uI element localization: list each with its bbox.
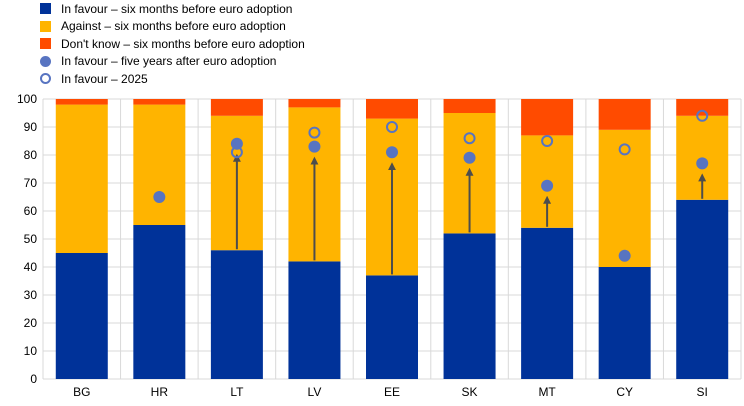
bar-segment [676,99,729,116]
bar-segment [598,129,651,267]
bar-segment [55,99,108,105]
bar-segment [55,253,108,379]
bar-segment [210,250,263,379]
favour-2025-marker [386,121,398,133]
x-tick-label: SI [697,385,708,399]
y-tick-label: 20 [24,316,38,330]
y-tick-label: 0 [30,372,37,386]
y-tick-label: 30 [24,288,38,302]
bar-segment [443,233,496,379]
favour-five-years-marker [153,191,166,203]
legend-item-favour-before: In favour – six months before euro adopt… [40,0,305,18]
bar-segment [598,99,651,130]
bar-segment [366,275,418,379]
legend-label: Don't know – six months before euro adop… [61,36,305,51]
favour-2025-marker [308,126,321,139]
favour-five-years-marker [541,179,554,192]
favour-five-years-marker [618,249,631,262]
x-tick-label: LV [308,385,322,399]
legend-item-favour-five-years: In favour – five years after euro adopti… [40,53,305,71]
bar-segment [288,99,341,108]
x-tick-label: CY [616,385,633,399]
y-tick-label: 80 [24,148,38,162]
favour-five-years-marker [386,146,398,159]
bar-segment [288,261,341,379]
bar-segment [676,199,729,379]
y-tick-label: 70 [24,176,38,190]
bar-segment [133,104,186,225]
x-tick-label: HR [151,385,169,399]
bar-segment [521,99,574,136]
legend-label: In favour – 2025 [61,71,148,86]
legend-swatch [40,3,51,15]
x-tick-label: BG [73,385,90,399]
bar-segment [210,99,263,116]
legend-item-favour-2025: In favour – 2025 [40,70,305,88]
favour-2025-marker [696,109,709,122]
bar-segment [366,99,418,119]
legend-label: Against – six months before euro adoptio… [61,19,286,34]
y-tick-label: 40 [24,260,38,274]
favour-2025-marker [463,132,476,145]
x-tick-label: MT [538,385,556,399]
x-tick-label: EE [384,385,400,399]
legend-swatch [40,38,51,50]
legend-dot-icon [40,55,51,67]
legend-label: In favour – five years after euro adopti… [61,54,277,69]
favour-2025-marker [541,135,554,147]
y-tick-label: 60 [24,204,38,218]
legend-swatch [40,20,51,32]
bar-segment [133,99,186,105]
y-tick-label: 10 [24,344,38,358]
bar-segment [133,225,186,379]
y-tick-label: 90 [24,120,38,134]
favour-2025-marker [618,143,631,156]
bar-segment [443,99,496,113]
legend-label: In favour – six months before euro adopt… [61,1,293,16]
legend-item-against-before: Against – six months before euro adoptio… [40,18,305,36]
bar-segment [55,104,108,253]
y-tick-label: 100 [17,92,37,106]
x-tick-label: LT [230,385,244,399]
favour-five-years-marker [463,151,476,164]
favour-five-years-marker [696,157,709,170]
legend: In favour – six months before euro adopt… [40,0,305,88]
bar-segment [521,227,574,379]
x-tick-label: SK [462,385,478,399]
legend-ring-icon [40,73,51,85]
legend-item-dontknow-before: Don't know – six months before euro adop… [40,35,305,53]
favour-five-years-marker [308,140,321,153]
y-tick-label: 50 [24,232,38,246]
bar-segment [598,267,651,379]
favour-five-years-marker [230,137,243,150]
